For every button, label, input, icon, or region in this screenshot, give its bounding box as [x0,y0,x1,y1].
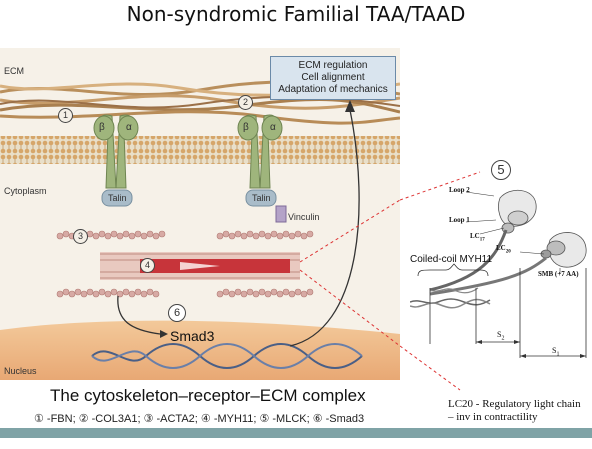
marker-3: 3 [73,229,88,244]
ecm-box-line2: Cell alignment [301,72,365,83]
myosin-schematic [410,190,587,358]
zoom-line-upper [299,199,400,263]
talin-right-label: Talin [252,193,271,203]
beta-left-label: β [99,122,105,133]
lc20-note-line2: – inv in contractility [448,411,538,423]
cytoskeleton-diagram [0,48,400,380]
actin-filaments [56,230,314,298]
vinculin-label: Vinculin [288,212,320,222]
lc20-note-line1: LC20 - Regulatory light chain [448,398,581,410]
beta-right-label: β [243,122,249,133]
lc20-label: LC20 [496,244,511,255]
slide-title: Non-syndromic Familial TAA/TAAD [126,2,466,26]
plasma-membrane [0,136,400,164]
feedback-arrow [289,109,360,347]
coiled-coil-label: Coiled-coil MYH11 [410,254,493,265]
ecm-box-line3: Adaptation of mechanics [278,84,388,95]
loop1-label: Loop 1 [449,216,470,224]
talin-left-label: Talin [108,193,127,203]
dna-helix [91,343,363,369]
ecm-label: ECM [4,66,24,76]
ecm-regulation-box: ECM regulation Cell alignment Adaptation… [270,56,396,100]
marker-1: 1 [58,108,73,123]
s2-label: S2 [497,330,505,342]
marker-5: 5 [491,160,511,180]
s1-label: S1 [552,346,560,358]
figure-caption: The cytoskeleton–receptor–ECM complex [50,386,366,405]
zoom-line-lower [299,269,400,347]
myosin-filament-bundle [100,252,300,280]
marker-4: 4 [140,258,155,273]
integrin-left [93,114,139,207]
integrin-right [237,114,287,223]
myosin-head-lower [540,232,587,268]
ecm-box-line1: ECM regulation [298,60,368,71]
myosin-head-upper [498,190,537,234]
alpha-left-label: α [126,122,132,133]
loop2-label: Loop 2 [449,186,470,194]
slide-footer-bar [0,428,592,438]
lc17-label: LC17 [470,232,485,243]
marker-6: 6 [168,304,186,322]
cytoplasm-label: Cytoplasm [4,186,47,196]
gene-legend: ① -FBN; ② -COL3A1; ③ -ACTA2; ④ -MYH11; ⑤… [34,413,365,425]
zoom-lines-extension [400,171,481,391]
lc20-note: LC20 - Regulatory light chain – inv in c… [448,398,581,424]
smad3-label: Smad3 [170,328,215,344]
nucleus-label: Nucleus [4,366,37,376]
marker-2: 2 [238,95,253,110]
smb-label: SMB (+7 AA) [538,270,579,278]
nucleus-region [0,320,400,380]
alpha-right-label: α [270,122,276,133]
smad3-arrow [117,295,161,335]
